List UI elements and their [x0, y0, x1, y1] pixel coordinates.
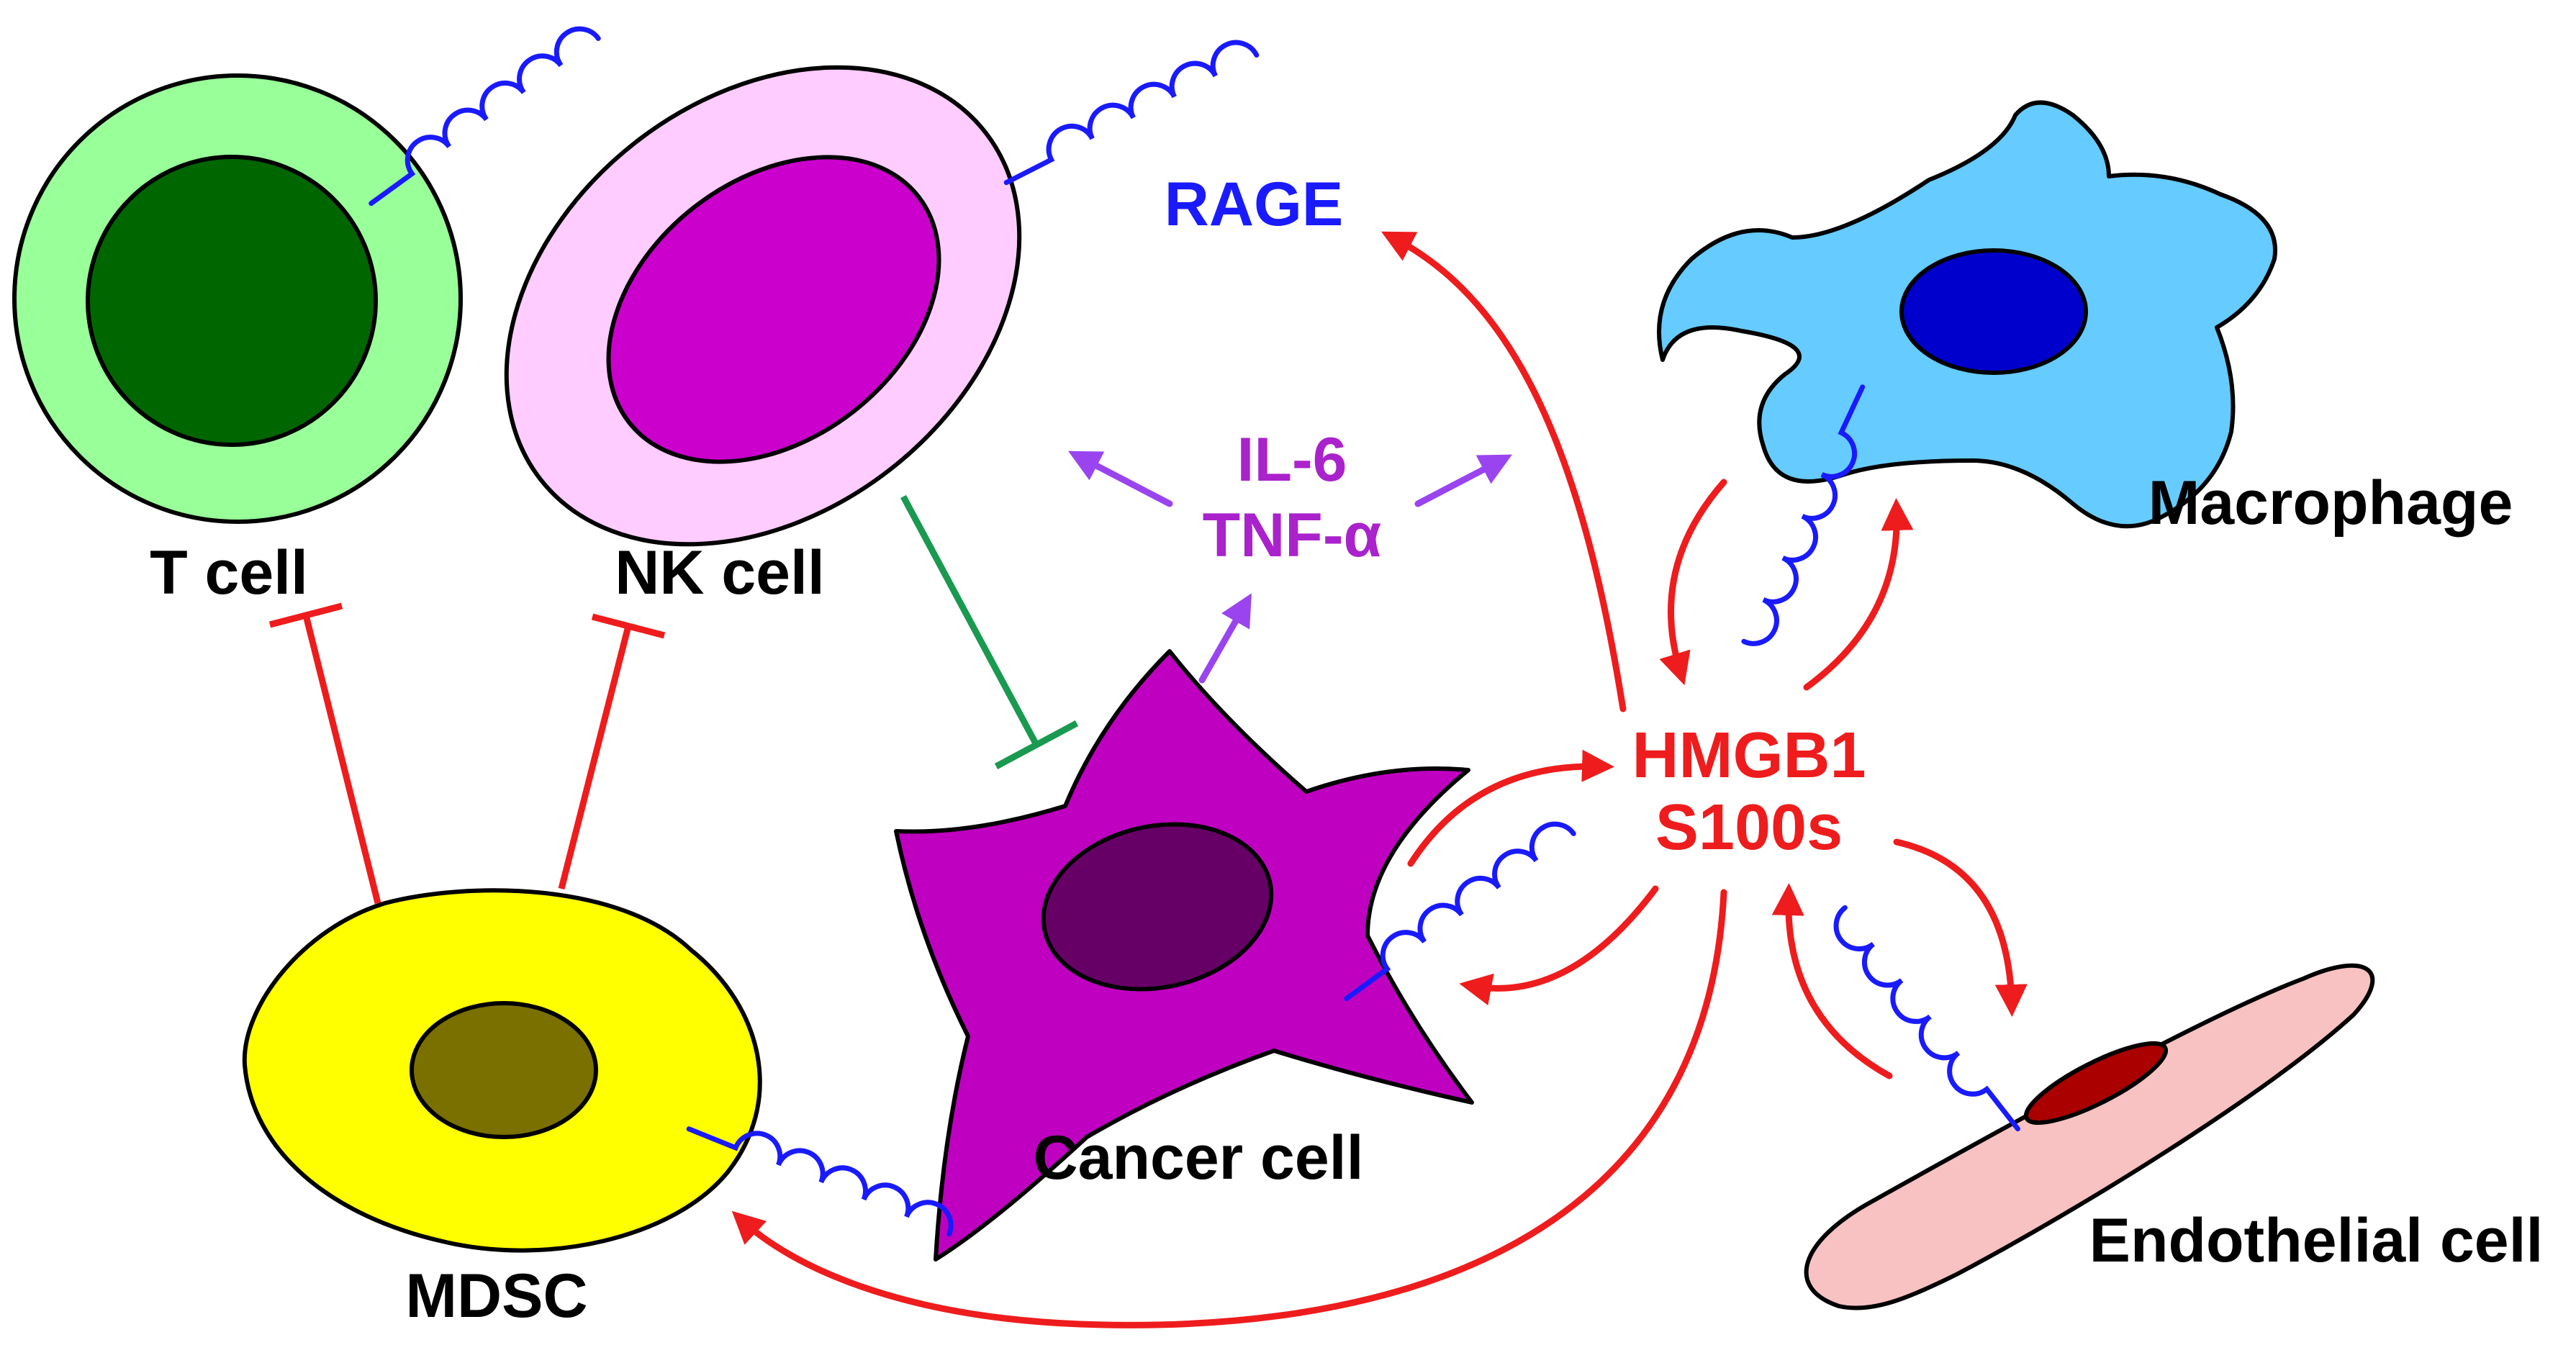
cancer-cell-nucleus: [1041, 822, 1274, 992]
nk-inhibits-cancer-cell: [900, 494, 1079, 769]
cancer-to-hmgb1-arrow: [1407, 749, 1614, 867]
s100s-label: S100s: [1655, 792, 1843, 864]
mdsc-inhibits-nk-cell: [558, 613, 666, 890]
rage-receptor-icon: [1003, 40, 1260, 186]
hmgb1-to-endothelial-arrow: [1893, 838, 2028, 1017]
rage-receptor-icon: [1344, 821, 1576, 1002]
mdsc-label: MDSC: [405, 1262, 587, 1331]
tnf-alpha-label: TNF-α: [1203, 501, 1382, 570]
hmgb1-to-cancer-arrow: [1459, 885, 1659, 1006]
nk-cell: [504, 65, 1022, 547]
cancer-cell-label: Cancer cell: [1034, 1123, 1364, 1192]
rage-receptors: [369, 26, 2020, 1237]
macrophage-nucleus: [1899, 248, 2088, 375]
t-cell: [12, 73, 463, 524]
rage-receptor-icon: [369, 26, 601, 207]
hmgb1-to-rage-arrow: [1380, 231, 1627, 712]
endothelial-cell: [1804, 963, 2375, 1310]
inhibition-lines: [268, 494, 1079, 905]
rage-receptor-icon: [1833, 905, 2020, 1132]
cytokines-to-nk-arrow: [1068, 450, 1173, 507]
nk-cell-nucleus: [606, 155, 941, 464]
cytokine-arrows: [1068, 450, 1512, 684]
cancer-to-cytokines-arrow: [1198, 593, 1252, 684]
macrophage-label: Macrophage: [2148, 468, 2513, 538]
t-cell-nucleus: [86, 155, 378, 447]
mdsc-inhibits-t-cell: [268, 602, 381, 905]
cytokines-to-hmgb1-arrow: [1414, 454, 1512, 507]
rage-receptor-icon: [686, 1126, 954, 1237]
hmgb1-label: HMGB1: [1632, 720, 1866, 792]
endothelial-cell-label: Endothelial cell: [2089, 1206, 2544, 1275]
mdsc-nucleus: [410, 1001, 598, 1139]
t-cell-label: T cell: [150, 538, 308, 607]
macrophage-cell: [1657, 100, 2278, 529]
endothelial-to-hmgb1-arrow: [1771, 883, 1893, 1079]
il6-label: IL-6: [1237, 425, 1347, 494]
nk-cell-label: NK cell: [615, 538, 825, 607]
rage-receptor-icon: [1741, 384, 1866, 646]
cancer-cell: [894, 649, 1474, 1262]
endothelial-nucleus: [2023, 1041, 2169, 1126]
endothelial-membrane: [1804, 963, 2375, 1310]
rage-label: RAGE: [1165, 170, 1343, 239]
mdsc-cell: [242, 888, 762, 1253]
macrophage-to-hmgb1-arrow: [1659, 479, 1727, 686]
hmgb1-to-mdsc-arrow: [731, 889, 1727, 1328]
hmgb1-to-macrophage-arrow: [1803, 498, 1914, 691]
ligand-arrows: [731, 231, 2028, 1328]
